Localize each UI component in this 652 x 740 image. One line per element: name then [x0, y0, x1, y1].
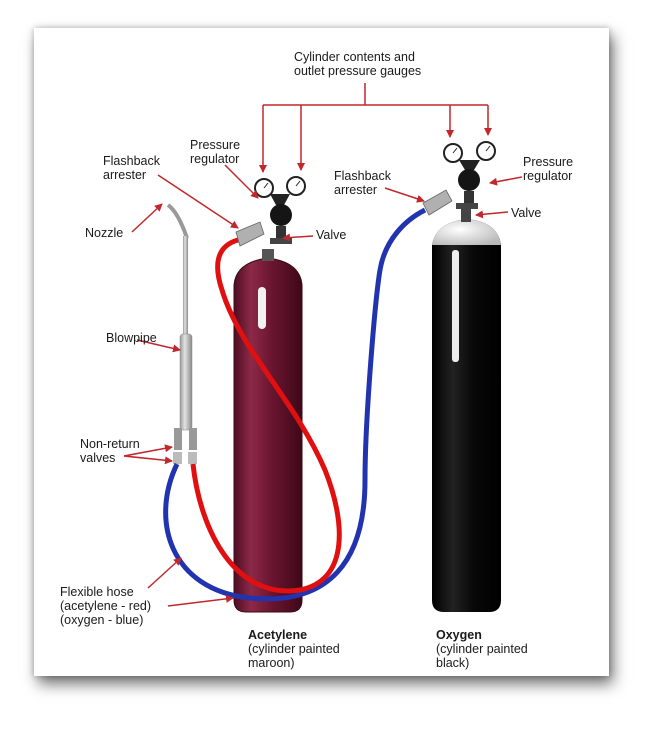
acetylene-hose [190, 237, 342, 594]
label-arrows [123, 164, 523, 607]
blowpipe-label: Blowpipe [106, 331, 157, 345]
valve-left-label: Valve [316, 228, 347, 242]
pressure-regulator-right-label-1: Pressure [523, 155, 574, 169]
nozzle-label: Nozzle [85, 226, 124, 240]
acetylene-cylinder [233, 249, 303, 613]
pressure-regulator-left-label-2: regulator [190, 152, 240, 166]
hose-label-1: Flexible hose [60, 585, 134, 599]
oxygen-title: Oxygen [436, 628, 482, 642]
flashback-right-label-1: Flashback [334, 169, 391, 183]
oxygen-regulator [422, 141, 496, 216]
oxygen-note-1: (cylinder painted [436, 642, 528, 656]
flashback-right-label-2: arrester [334, 183, 378, 197]
valve-right-label: Valve [511, 206, 542, 220]
nonreturn-label-1: Non-return [80, 437, 140, 451]
gauges-label-line1: Cylinder contents and [294, 50, 415, 64]
pressure-regulator-left-label-1: Pressure [190, 138, 241, 152]
pressure-regulator-right-label-2: regulator [523, 169, 573, 183]
blowpipe [166, 203, 197, 464]
gauge-bracket [259, 83, 492, 173]
acetylene-note-2: maroon) [248, 656, 295, 670]
nonreturn-label-2: valves [80, 451, 116, 465]
flashback-left-label-2: arrester [103, 168, 147, 182]
oxygen-cylinder [432, 206, 501, 612]
oxygen-note-2: black) [436, 656, 470, 670]
diagram-card [34, 28, 609, 676]
oxygen-hose [163, 207, 427, 602]
hose-label-2: (acetylene - red) [60, 599, 152, 613]
flashback-left-label-1: Flashback [103, 154, 160, 168]
hose-label-3: (oxygen - blue) [60, 613, 144, 627]
acetylene-title: Acetylene [248, 628, 308, 642]
gauges-label-line2: outlet pressure gauges [294, 64, 422, 78]
acetylene-regulator [235, 176, 306, 247]
acetylene-note-1: (cylinder painted [248, 642, 340, 656]
